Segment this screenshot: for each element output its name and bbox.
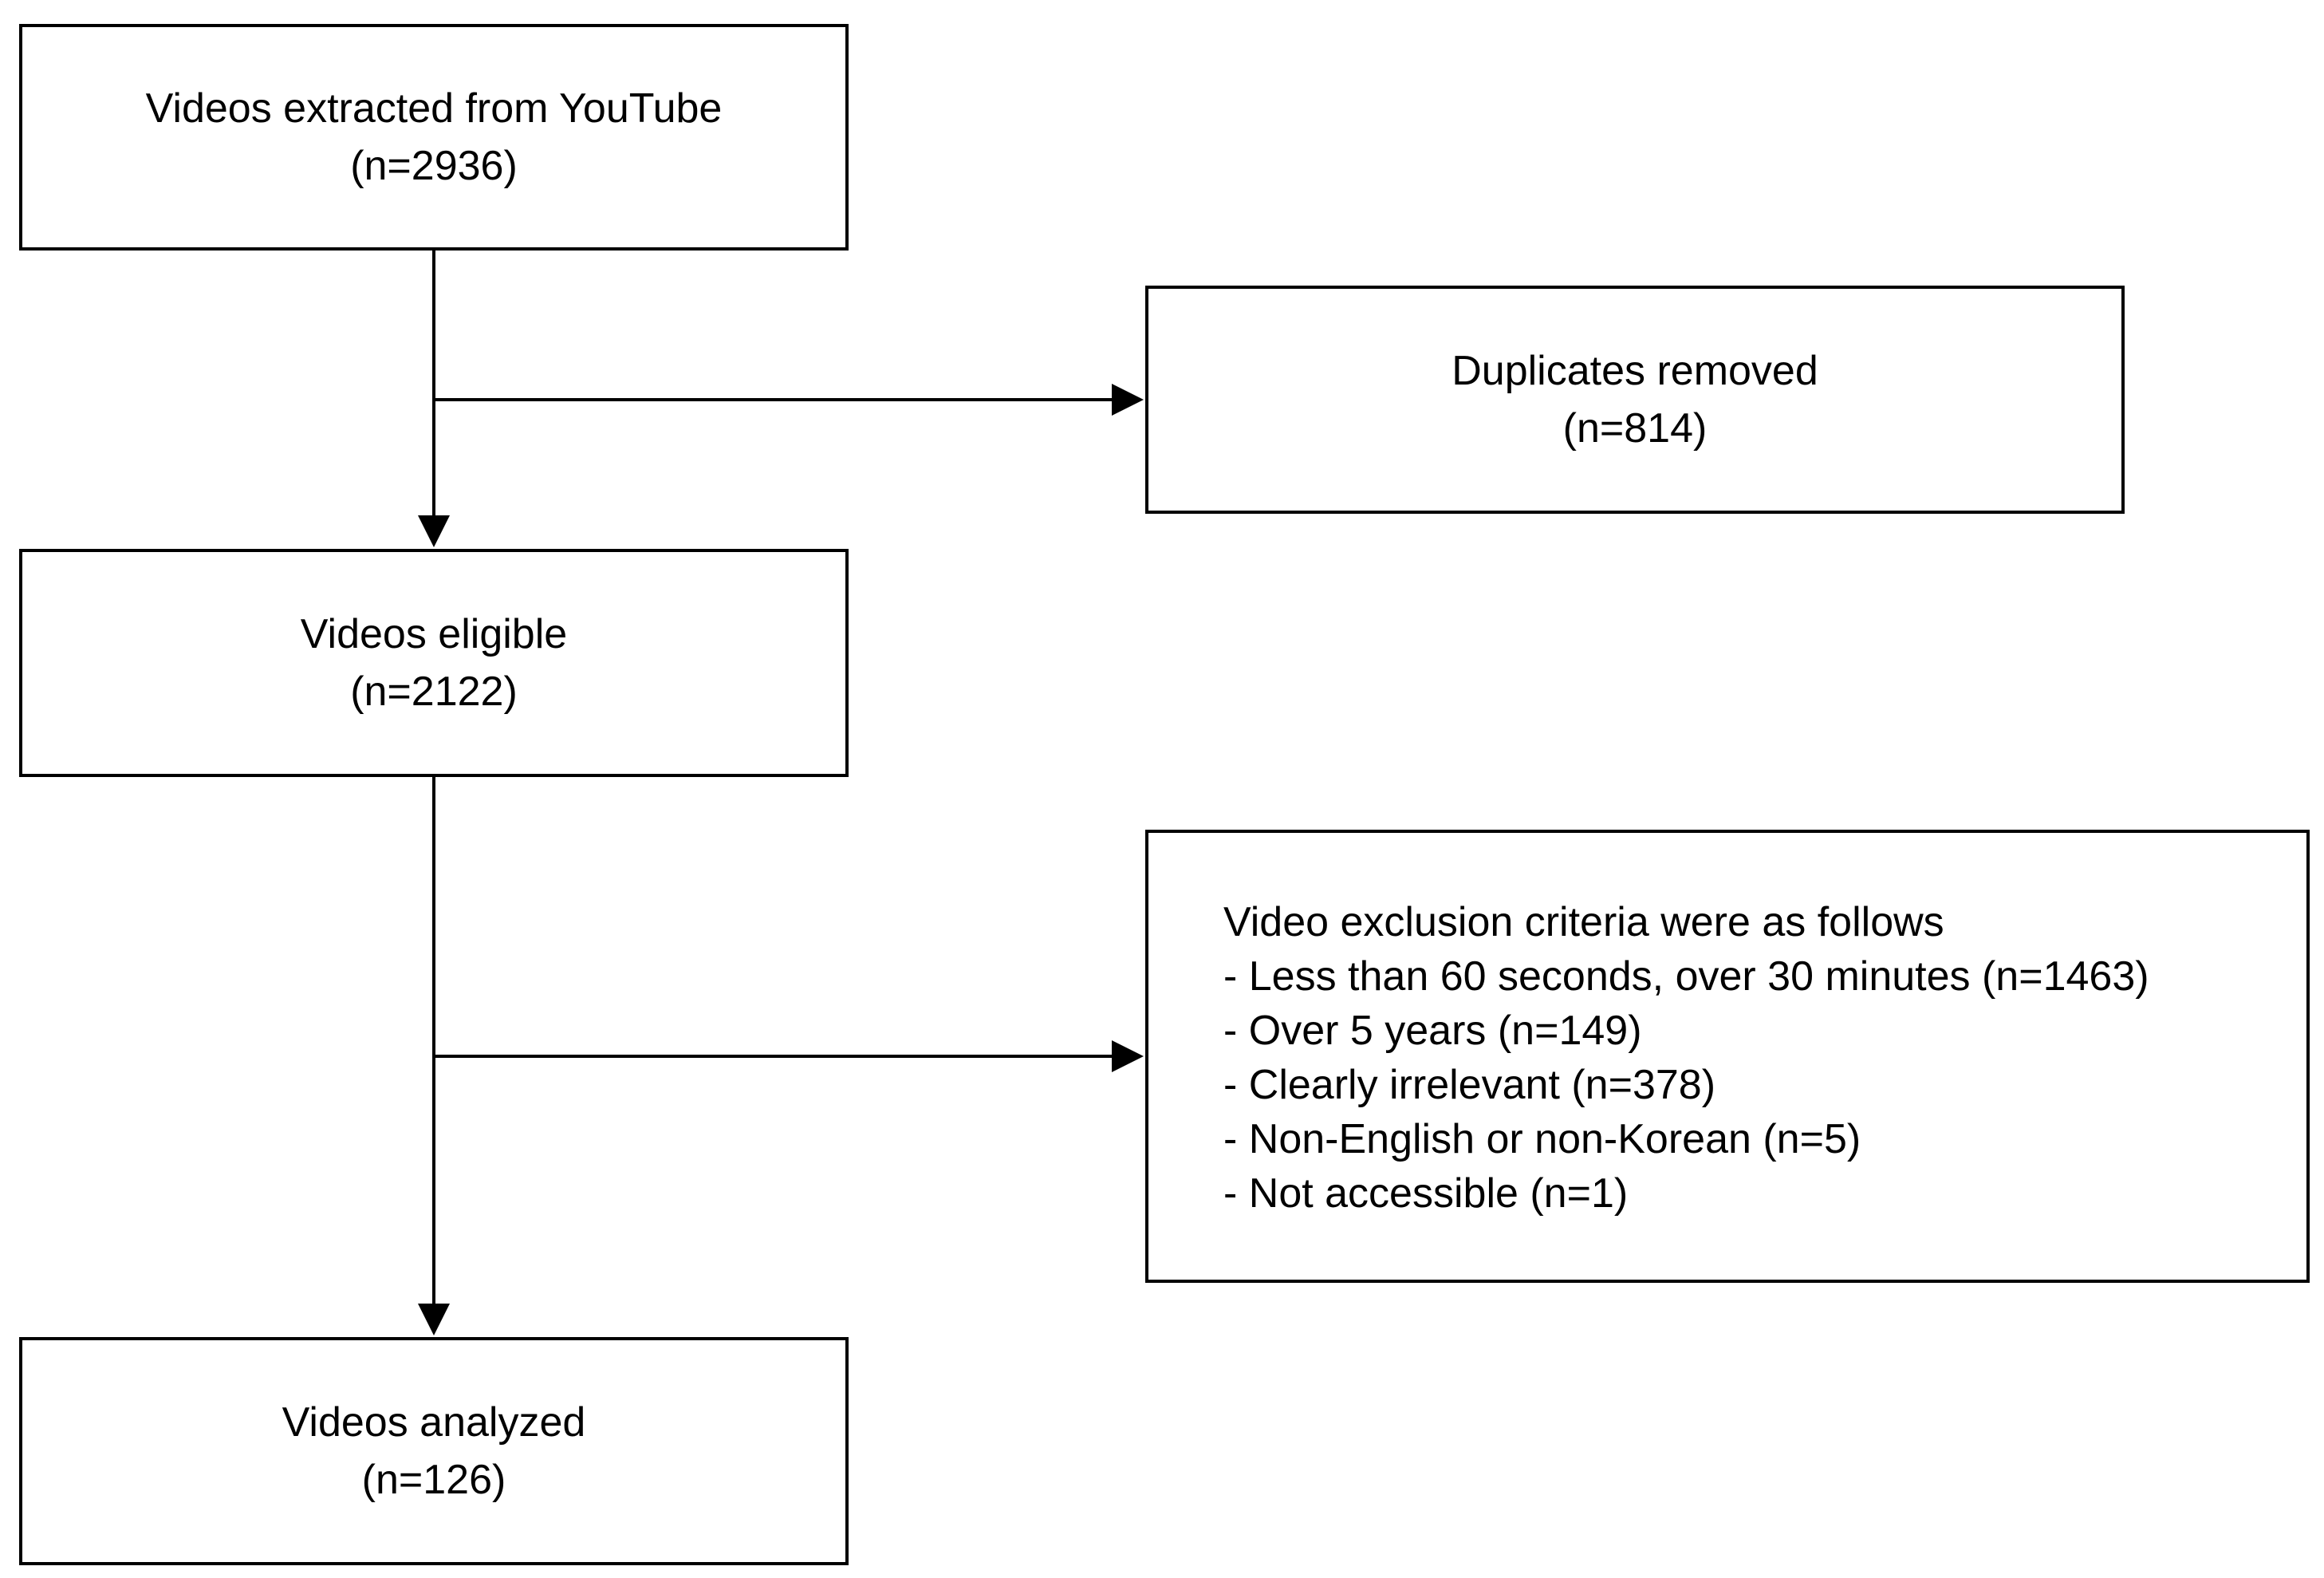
- exclusion-item: - Non-English or non-Korean (n=5): [1223, 1116, 1861, 1162]
- duplicates-removed-label: Duplicates removed: [1452, 348, 1818, 394]
- duplicates-removed-box: Duplicates removed (n=814): [1145, 286, 2125, 514]
- exclusion-item: - Less than 60 seconds, over 30 minutes …: [1223, 953, 2149, 1000]
- extracted-videos-box: Videos extracted from YouTube (n=2936): [19, 24, 849, 251]
- exclusion-criteria-heading: Video exclusion criteria were as follows: [1223, 899, 1944, 945]
- exclusion-item: - Clearly irrelevant (n=378): [1223, 1062, 1716, 1108]
- analyzed-videos-box: Videos analyzed (n=126): [19, 1337, 849, 1565]
- extracted-videos-label: Videos extracted from YouTube: [145, 85, 723, 132]
- extracted-videos-count: (n=2936): [350, 143, 518, 189]
- analyzed-videos-count: (n=126): [361, 1457, 506, 1503]
- exclusion-item: - Not accessible (n=1): [1223, 1170, 1629, 1217]
- exclusion-criteria-content: Video exclusion criteria were as follows…: [1223, 895, 2149, 1221]
- exclusion-item: - Over 5 years (n=149): [1223, 1008, 1642, 1054]
- eligible-videos-count: (n=2122): [350, 669, 518, 715]
- exclusion-criteria-box: Video exclusion criteria were as follows…: [1145, 830, 2310, 1283]
- duplicates-removed-count: (n=814): [1562, 405, 1708, 452]
- eligible-videos-label: Videos eligible: [300, 611, 568, 657]
- analyzed-videos-label: Videos analyzed: [282, 1399, 586, 1446]
- eligible-videos-box: Videos eligible (n=2122): [19, 549, 849, 777]
